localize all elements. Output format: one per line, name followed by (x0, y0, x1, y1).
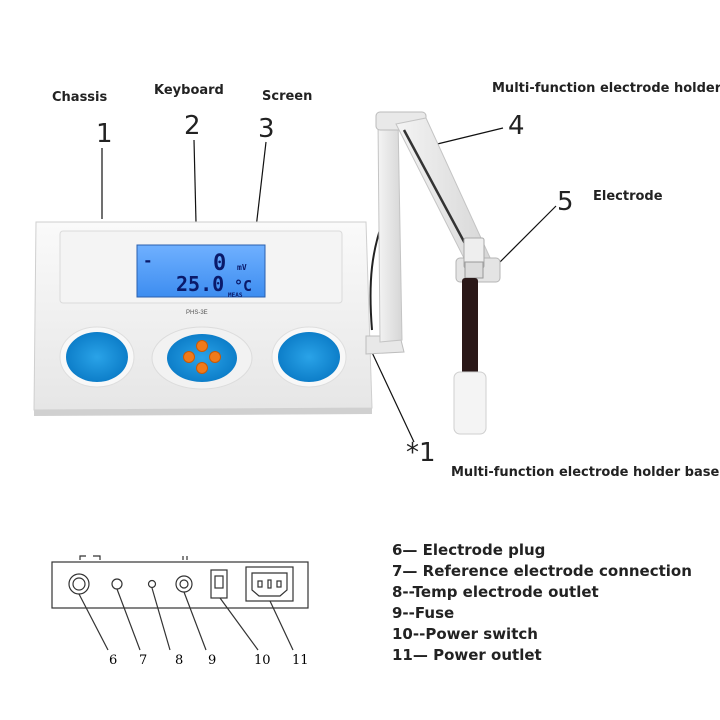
keyboard-number: 2 (184, 111, 201, 141)
legend-item-power-switch: 10--Power switch (392, 625, 538, 643)
key-down-button[interactable] (196, 362, 208, 374)
lcd-screen: - 0 mV 25.0 °C MEAS (136, 244, 266, 299)
rear-number-7: 7 (139, 653, 147, 668)
legend-item-power-outlet: 11— Power outlet (392, 646, 542, 664)
electrode-label: Electrode (593, 189, 663, 204)
keyboard-label: Keyboard (154, 83, 224, 98)
right-speaker (271, 326, 347, 388)
holder-base-number: *1 (406, 438, 436, 468)
electrode-number: 5 (557, 187, 574, 217)
rear-number-6: 6 (109, 653, 117, 668)
electrode-holder-stand (365, 111, 501, 355)
holder-base-leader (368, 345, 415, 443)
screen-number: 3 (258, 114, 275, 144)
chassis-label: Chassis (52, 90, 108, 105)
legend-item-electrode-plug: 6— Electrode plug (392, 541, 546, 559)
fuse-holder (175, 575, 193, 593)
power-outlet (245, 566, 294, 602)
lcd-mode: MEAS (228, 292, 243, 299)
rear-panel-diagram: 6 7 8 9 10 11 (51, 555, 309, 668)
rear-panel-legend: 6— Electrode plug 7— Reference electrode… (392, 540, 692, 666)
rear-panel-outline (51, 561, 309, 609)
key-left-button[interactable] (183, 351, 195, 363)
electrode (453, 237, 487, 435)
chassis-number: 1 (96, 119, 113, 149)
lcd-mv-value: 0 (213, 251, 226, 276)
electrode-plug-socket (68, 573, 90, 595)
rear-number-9: 9 (208, 653, 216, 668)
screen-label: Screen (262, 89, 313, 104)
lcd-minus-sign: - (143, 251, 153, 270)
meter-illustration: - 0 mV 25.0 °C MEAS PHS-3E (33, 111, 557, 443)
key-right-button[interactable] (209, 351, 221, 363)
model-label: PHS-3E (186, 310, 208, 316)
temp-electrode-socket (147, 579, 157, 589)
left-speaker (59, 326, 135, 388)
legend-item-temp-electrode: 8--Temp electrode outlet (392, 583, 599, 601)
holder-number: 4 (508, 111, 525, 141)
lcd-mv-unit: mV (237, 263, 247, 272)
rear-number-10: 10 (254, 653, 271, 668)
holder-base-label: Multi-function electrode holder base (451, 465, 720, 480)
key-up-button[interactable] (196, 340, 208, 352)
legend-item-fuse: 9--Fuse (392, 604, 455, 622)
lcd-temperature: 25.0 (176, 272, 224, 296)
rear-number-8: 8 (175, 653, 183, 668)
holder-label: Multi-function electrode holder (492, 81, 720, 96)
keypad (151, 326, 253, 390)
rear-number-11: 11 (292, 653, 309, 668)
legend-item-reference-electrode: 7— Reference electrode connection (392, 562, 692, 580)
power-switch (210, 569, 228, 599)
lcd-temp-unit: °C (234, 277, 252, 295)
reference-electrode-socket (111, 578, 123, 590)
